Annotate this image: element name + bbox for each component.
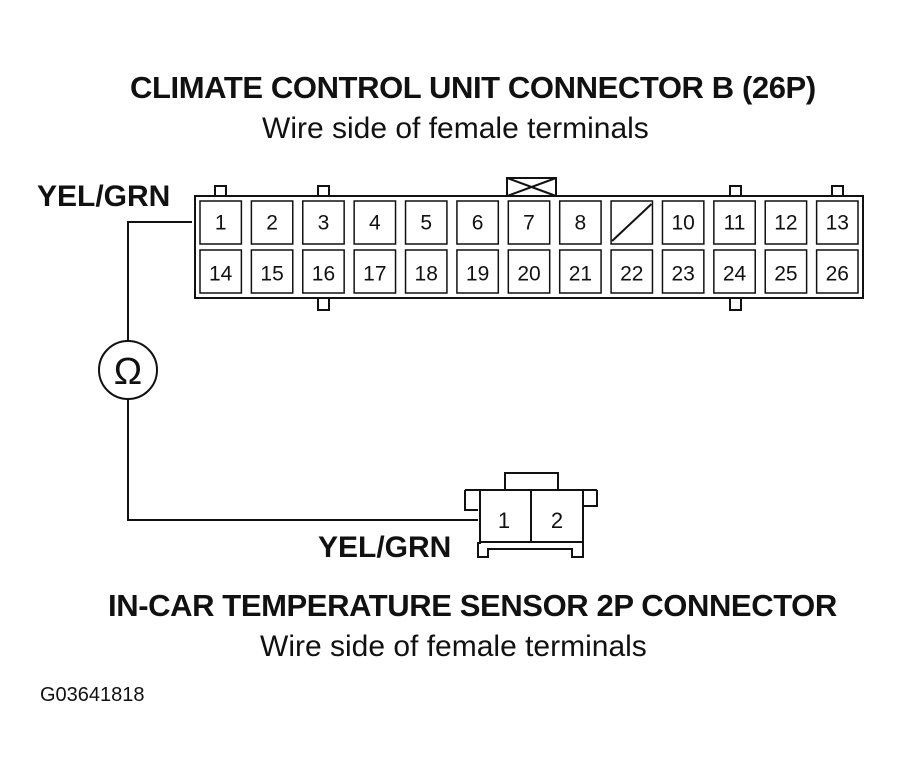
terminal-number: 14 [209, 263, 233, 286]
terminal-number: 5 [420, 212, 432, 235]
top-wire-label: YEL/GRN [37, 180, 171, 213]
bottom-pin-1: 1 [498, 508, 510, 533]
top-tab-13 [831, 185, 844, 196]
connector-cavity [353, 249, 397, 294]
blank-terminal-slash [611, 203, 653, 242]
connector-cavity [250, 200, 294, 245]
connector-cavity [404, 249, 448, 294]
terminal-number: 11 [724, 212, 746, 235]
terminal-number: 7 [523, 212, 535, 235]
bottom-connector-subtitle: Wire side of female terminals [260, 630, 647, 663]
terminal-number: 22 [620, 263, 643, 286]
terminal-number: 3 [318, 212, 330, 235]
bottom-connector-lock [504, 472, 559, 491]
connector-cavity [199, 249, 243, 294]
terminal-number: 24 [723, 263, 747, 286]
connector-cavity [661, 249, 705, 294]
top-tab-11 [729, 185, 742, 196]
connector-cavity [815, 200, 859, 245]
terminal-number: 2 [266, 212, 278, 235]
bottom-connector-left-step [464, 490, 478, 511]
bottom-tab-16 [317, 298, 330, 311]
terminal-number: 4 [369, 212, 381, 235]
connector-cavity [353, 200, 397, 245]
bottom-connector-title: IN-CAR TEMPERATURE SENSOR 2P CONNECTOR [108, 588, 837, 623]
terminal-number: 1 [215, 212, 227, 235]
top-connector-subtitle: Wire side of female terminals [262, 112, 649, 145]
connector-cavity [507, 249, 551, 294]
terminal-number: 13 [826, 212, 849, 235]
bottom-connector-right-step [583, 490, 598, 507]
top-tab-3 [317, 185, 330, 196]
ohm-icon: Ω [114, 351, 142, 393]
terminal-number: 10 [671, 212, 694, 235]
connector-cavity [456, 200, 500, 245]
terminal-number: 20 [517, 263, 540, 286]
top-connector-title: CLIMATE CONTROL UNIT CONNECTOR B (26P) [130, 70, 816, 105]
bottom-pin-2: 2 [551, 508, 563, 533]
wire-bottom-segment [127, 399, 478, 521]
connector-cavity [507, 200, 551, 245]
connector-cavity [404, 200, 448, 245]
terminal-number: 21 [569, 263, 592, 286]
terminal-number: 23 [671, 263, 694, 286]
terminal-number: 15 [260, 263, 283, 286]
figure-code: G03641818 [40, 684, 145, 706]
top-tab-1 [214, 185, 227, 196]
terminal-number: 18 [415, 263, 438, 286]
top-connector [194, 177, 864, 311]
bottom-connector [464, 472, 598, 558]
connector-cavity [815, 249, 859, 294]
connector-cavity [250, 249, 294, 294]
connector-cavity [558, 249, 602, 294]
connector-cavity [713, 249, 756, 294]
top-lock-cross-b [506, 177, 557, 197]
connector-cavity [764, 249, 808, 294]
terminal-number: 12 [774, 212, 797, 235]
connector-cavity [764, 200, 808, 245]
wire-top-segment [127, 221, 192, 342]
connector-cavity [456, 249, 500, 294]
connector-cavity [661, 200, 705, 245]
connector-cavity [558, 200, 602, 245]
connector-cavity [610, 200, 654, 245]
top-lock-marker [506, 177, 557, 197]
connector-cavity [302, 249, 345, 294]
terminal-number: 16 [312, 263, 335, 286]
connector-cavity [302, 200, 345, 245]
terminal-number: 26 [826, 263, 849, 286]
terminal-number: 19 [466, 263, 489, 286]
terminal-number: 8 [575, 212, 587, 235]
connector-cavity [610, 249, 654, 294]
terminal-number: 6 [472, 212, 484, 235]
connector-cavity [713, 200, 756, 245]
bottom-tab-24 [729, 298, 742, 311]
terminal-number: 17 [363, 263, 386, 286]
connector-cavity [199, 200, 243, 245]
ohmmeter-circuit [98, 221, 478, 521]
terminal-number: 25 [774, 263, 797, 286]
bottom-wire-label: YEL/GRN [318, 531, 452, 564]
